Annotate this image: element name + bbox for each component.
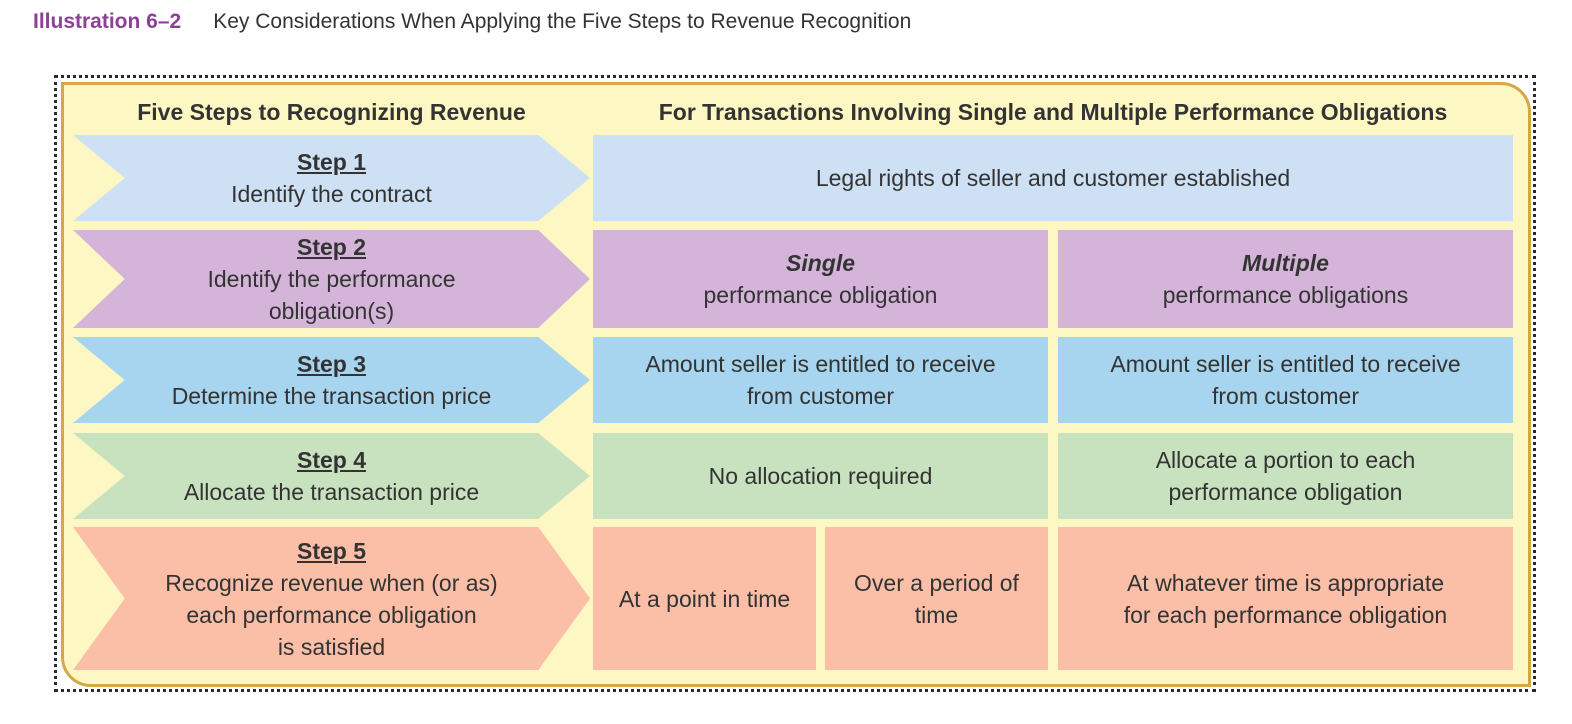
step-2-label: Step 2 Identify the performance obligati… (73, 230, 590, 328)
step-3-single-line-2: from customer (747, 383, 894, 409)
illustration-title: Key Considerations When Applying the Fiv… (213, 10, 912, 33)
step-5-period-line-1: Over a period of (854, 569, 1019, 596)
step-1-line-1: Identify the contract (231, 181, 432, 207)
step-4-single-cell: No allocation required (593, 433, 1048, 519)
step-2-line-1: Identify the performance (207, 266, 456, 292)
step-5-period-line-2: time (914, 601, 959, 628)
step-4-multiple-line-1: Allocate a portion to each (1155, 447, 1416, 473)
step-2-single-text: performance obligation (703, 282, 938, 308)
step-5-multiple-cell: At whatever time is appropriate for each… (1058, 527, 1513, 670)
step-3-multiple-line-2: from customer (1212, 383, 1359, 409)
step-4-single-text: No allocation required (708, 463, 933, 489)
illustration-caption: Illustration 6–2 Key Considerations When… (33, 7, 911, 37)
step-5-line-2: each performance obligation (186, 601, 477, 628)
step-2-line-2: obligation(s) (268, 298, 395, 324)
step-5-period-cell: Over a period of time (825, 527, 1048, 670)
step-5-point-text: At a point in time (618, 585, 791, 612)
step-4-multiple-line-2: performance obligation (1168, 479, 1403, 505)
header-five-steps: Five Steps to Recognizing Revenue (137, 99, 526, 125)
header-obligations: For Transactions Involving Single and Mu… (658, 99, 1448, 125)
step-5-multiple-line-2: for each performance obligation (1123, 601, 1448, 628)
step-5-multiple-line-1: At whatever time is appropriate (1126, 569, 1445, 596)
step-1-title: Step 1 (296, 149, 367, 175)
step-5-title: Step 5 (296, 537, 367, 564)
step-5-line-3: is satisfied (277, 633, 386, 660)
step-5-point-cell: At a point in time (593, 527, 816, 670)
step-5-label: Step 5 Recognize revenue when (or as) ea… (73, 527, 590, 670)
step-5-arrow (73, 527, 590, 670)
step-3-title: Step 3 (296, 351, 367, 377)
step-1-arrow (73, 135, 590, 221)
step-2-single-cell: Single performance obligation (593, 230, 1048, 328)
step-3-label: Step 3 Determine the transaction price (73, 337, 590, 423)
step-3-single-line-1: Amount seller is entitled to receive (645, 351, 996, 377)
step-3-multiple-line-1: Amount seller is entitled to receive (1110, 351, 1461, 377)
step-2-arrow (73, 230, 590, 328)
step-4-multiple-cell: Allocate a portion to each performance o… (1058, 433, 1513, 519)
step-2-multiple-cell: Multiple performance obligations (1058, 230, 1513, 328)
step-2-title: Step 2 (296, 234, 367, 260)
step-4-title: Step 4 (296, 447, 367, 473)
single-label: Single (785, 250, 855, 276)
step-4-label: Step 4 Allocate the transaction price (73, 433, 590, 519)
dotted-frame (54, 75, 1536, 692)
step-4-line-1: Allocate the transaction price (183, 479, 480, 505)
step-3-single-cell: Amount seller is entitled to receive fro… (593, 337, 1048, 423)
multiple-label: Multiple (1242, 250, 1329, 276)
step-1-cell-text: Legal rights of seller and customer esta… (815, 165, 1291, 191)
step-5-line-1: Recognize revenue when (or as) (165, 569, 498, 596)
step-3-arrow (73, 337, 590, 423)
step-4-arrow (73, 433, 590, 519)
illustration-number: Illustration 6–2 (33, 10, 182, 33)
step-2-multiple-text: performance obligations (1162, 282, 1409, 308)
step-1-label: Step 1 Identify the contract (73, 135, 590, 221)
step-3-multiple-cell: Amount seller is entitled to receive fro… (1058, 337, 1513, 423)
step-1-cell: Legal rights of seller and customer esta… (593, 135, 1513, 221)
step-3-line-1: Determine the transaction price (171, 383, 492, 409)
